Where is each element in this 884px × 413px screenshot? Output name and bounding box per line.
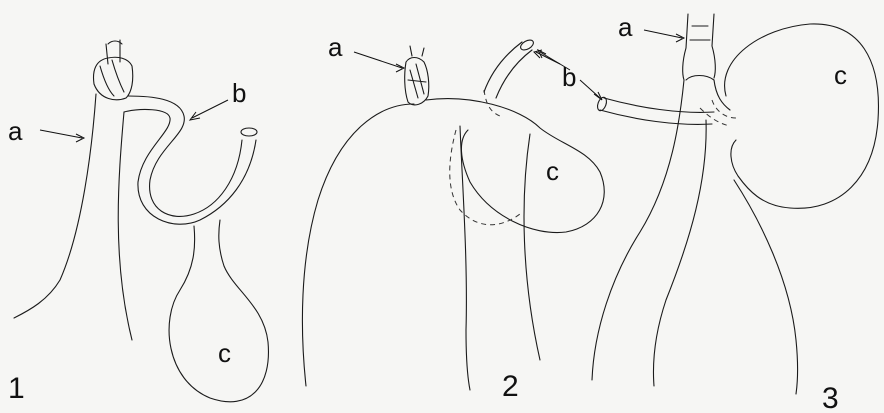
fig1-number: 1 (8, 372, 25, 405)
figure-1: a b c 1 (8, 40, 268, 405)
fig2-body-inner-line (460, 126, 470, 390)
fig2-label-c: c (546, 156, 559, 186)
fig3-body-right-lower (734, 180, 798, 394)
fig1-label-c: c (218, 338, 231, 368)
fig1-label-a: a (8, 116, 23, 146)
fig3-body-right (714, 80, 730, 110)
fig3-label-c: c (834, 60, 847, 90)
fig1-duct-outer (128, 96, 242, 216)
figure-2: a b c 2 (302, 32, 604, 403)
fig1-body-outline-left (14, 94, 96, 318)
fig1-sac-c (169, 220, 268, 402)
fig1-arrow-a (40, 130, 82, 138)
fig2-label-a: a (328, 32, 343, 62)
fig3-duct-b (600, 98, 714, 124)
fig2-duct-end (519, 38, 535, 52)
fig2-body-outline (302, 104, 414, 386)
fig2-number: 2 (502, 370, 519, 403)
fig2-arrow-a (354, 52, 402, 68)
fig1-duct-end (241, 128, 257, 136)
fig1-label-b: b (232, 78, 246, 108)
fig3-number: 3 (822, 382, 839, 413)
fig2-cut-stalk (405, 46, 429, 105)
fig3-label-a: a (618, 12, 633, 42)
fig3-arrow-b-down (580, 80, 600, 98)
fig1-arrow-b (192, 100, 228, 118)
fig3-body-left (592, 80, 684, 380)
fig3-body-inner (654, 120, 707, 386)
fig1-body-inner (118, 112, 132, 340)
fig2-label-b: b (562, 62, 576, 92)
fig3-duct-end (596, 96, 608, 112)
figure-3: a c 3 (534, 12, 878, 413)
fig1-cut-stalk (94, 40, 133, 100)
fig2-body-right (426, 99, 604, 233)
fig3-hidden-outline (700, 100, 736, 126)
fig3-neck-a (683, 14, 716, 80)
fig3-sac-c (725, 24, 879, 208)
